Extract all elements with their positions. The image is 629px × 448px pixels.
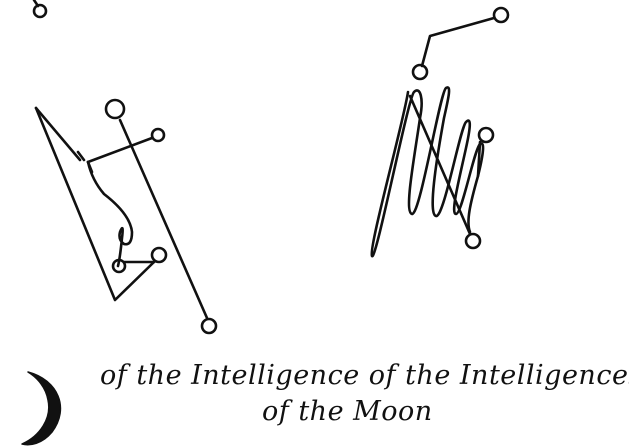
left-sigil-ring-bottom [202,319,216,333]
right-sigil-zigzag [372,87,483,256]
left-sigil-ring-top [106,100,124,118]
right-sigil-ring-top [494,8,508,22]
right-sigil [372,8,508,256]
right-sigil-ring-side [479,128,493,142]
left-sigil-ring-right [152,248,166,262]
left-sigil-wedge [36,108,154,300]
right-sigil-ring-bottom [466,234,480,248]
top-left-fragment [34,0,46,17]
left-sigil [36,100,216,333]
left-sigil-staff [120,120,207,318]
caption-line-2: of the Moon [262,396,433,427]
crescent-moon-icon [22,372,60,445]
caption-line-1: of the Intelligence of the Intelligences [100,360,629,391]
right-sigil-ring-upper [413,65,427,79]
left-sigil-ring-crossbar [152,129,164,141]
left-sigil-crossbar [88,138,152,162]
